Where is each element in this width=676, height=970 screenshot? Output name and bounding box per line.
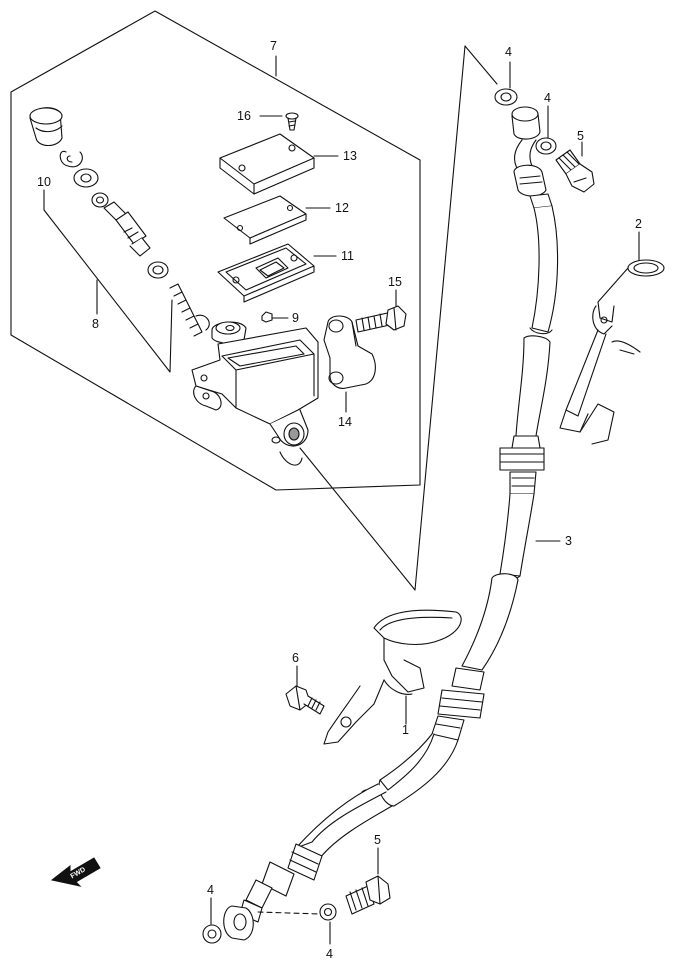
callout-8: 8	[92, 317, 99, 331]
hose-guide-bracket	[323, 609, 462, 745]
spring-part	[169, 283, 210, 337]
leader-line	[464, 45, 498, 85]
callout-4-top: 4	[505, 45, 512, 59]
cap-part	[219, 133, 315, 195]
plate-part	[223, 195, 307, 245]
washer-4-bottom-left	[202, 924, 222, 944]
washer-4-bottom-right	[319, 903, 337, 921]
callout-4-bottom-right: 4	[326, 947, 333, 961]
upper-hose-fitting	[511, 106, 553, 209]
bottom-hose-fitting	[223, 843, 323, 941]
holder-part	[323, 315, 376, 389]
hose-segment-3	[499, 493, 535, 580]
boot-part	[29, 107, 63, 147]
callout-4-bottom-left: 4	[207, 883, 214, 897]
callout-13: 13	[343, 149, 357, 163]
callout-11: 11	[341, 249, 354, 263]
screw-16-part	[285, 112, 299, 131]
callout-8-bracket	[43, 209, 173, 373]
leader-line	[414, 45, 466, 591]
push-rod-part	[91, 192, 151, 257]
piston-cup-part	[147, 261, 169, 279]
circlip-part	[59, 150, 83, 168]
hose-upper-segment	[529, 205, 559, 335]
alignment-dash	[257, 911, 321, 915]
assembly-outline	[10, 10, 421, 491]
hose-segment-2	[515, 335, 551, 437]
diaphragm-part	[217, 243, 315, 303]
washer-part	[73, 168, 99, 188]
banjo-bolt-5-bottom	[345, 875, 391, 915]
callout-5-top: 5	[577, 129, 584, 143]
mid-hose-coupling	[431, 667, 485, 741]
fwd-arrow-icon: FWD	[50, 857, 101, 887]
callout-4-second: 4	[544, 91, 551, 105]
callout-7: 7	[270, 39, 277, 53]
bolt-6-part	[285, 685, 325, 715]
washer-4-second	[535, 137, 557, 155]
callout-5-bottom: 5	[374, 833, 381, 847]
washer-4-top	[494, 88, 518, 106]
callout-10: 10	[37, 175, 51, 189]
callout-16: 16	[237, 109, 251, 123]
callout-6: 6	[292, 651, 299, 665]
nut-9-part	[261, 311, 273, 323]
hose-clamp	[499, 435, 545, 495]
leader-line	[299, 447, 416, 591]
callout-12: 12	[335, 201, 349, 215]
callout-15: 15	[388, 275, 402, 289]
callout-1: 1	[402, 723, 409, 737]
bracket-clip	[559, 259, 665, 445]
master-cylinder-body	[191, 321, 319, 466]
callout-14: 14	[338, 415, 352, 429]
callout-9: 9	[292, 311, 299, 325]
bolt-15-part	[355, 305, 407, 333]
hose-segment-4	[461, 573, 519, 671]
banjo-bolt-5-top	[555, 149, 595, 193]
callout-2: 2	[635, 217, 642, 231]
callout-3: 3	[565, 534, 572, 548]
